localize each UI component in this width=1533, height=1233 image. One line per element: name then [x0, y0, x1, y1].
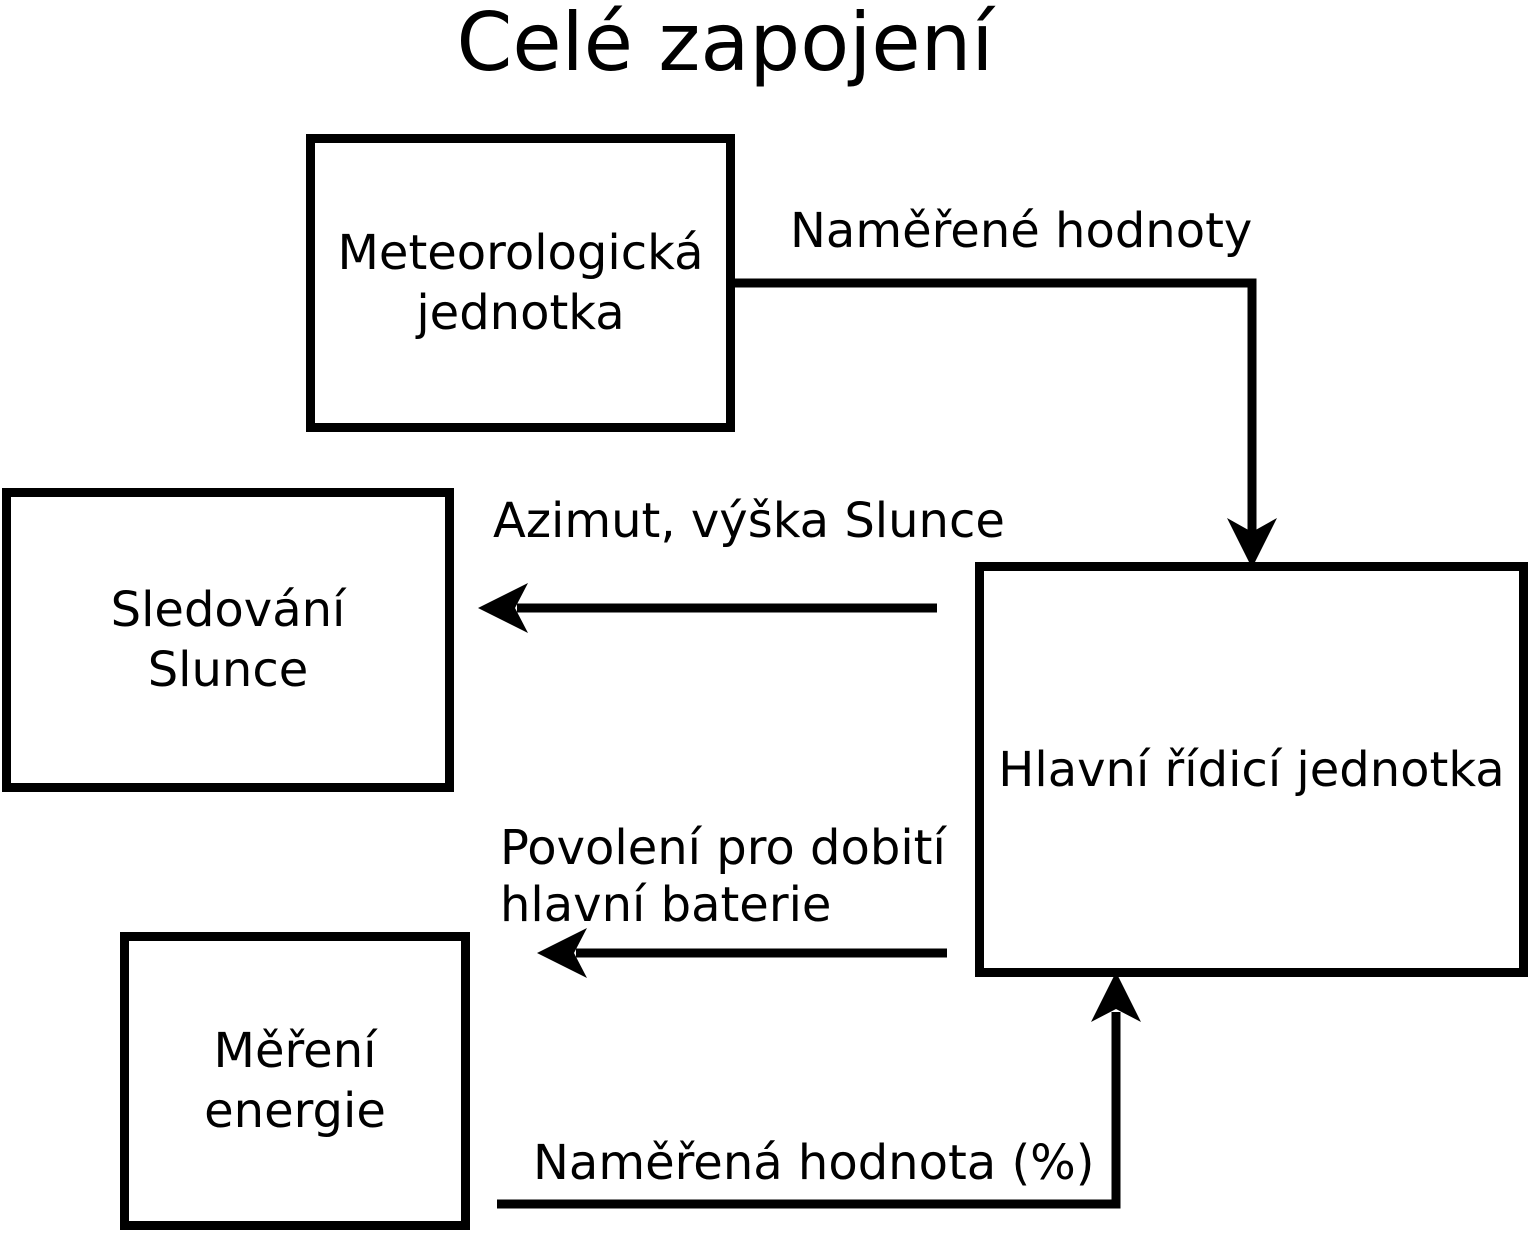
edge-measured-values-arrowhead [1227, 518, 1277, 568]
node-main-control-unit: Hlavní řídicí jednotka [975, 562, 1528, 977]
edge-label-charge-permission: Povolení pro dobití hlavní baterie [500, 820, 946, 933]
node-meteorological-unit-label: Meteorologická jednotka [337, 225, 704, 341]
edge-label-azimuth-sun-elevation: Azimut, výška Slunce [493, 493, 1005, 549]
edge-azimuth-arrowhead [478, 583, 528, 633]
edge-label-measured-values: Naměřené hodnoty [790, 203, 1253, 259]
node-sun-tracking-label: Sledování Slunce [110, 582, 346, 698]
diagram-title: Celé zapojení [456, 0, 994, 89]
node-energy-measurement-label: Měření energie [204, 1023, 386, 1139]
node-main-control-unit-label: Hlavní řídicí jednotka [998, 741, 1505, 798]
edge-measured-percentage-arrowhead [1091, 972, 1141, 1022]
node-energy-measurement: Měření energie [120, 932, 470, 1230]
edge-label-measured-percentage: Naměřená hodnota (%) [533, 1135, 1095, 1191]
node-sun-tracking: Sledování Slunce [2, 488, 454, 792]
edge-charge-permission-arrowhead [537, 928, 587, 978]
node-meteorological-unit: Meteorologická jednotka [306, 134, 735, 432]
